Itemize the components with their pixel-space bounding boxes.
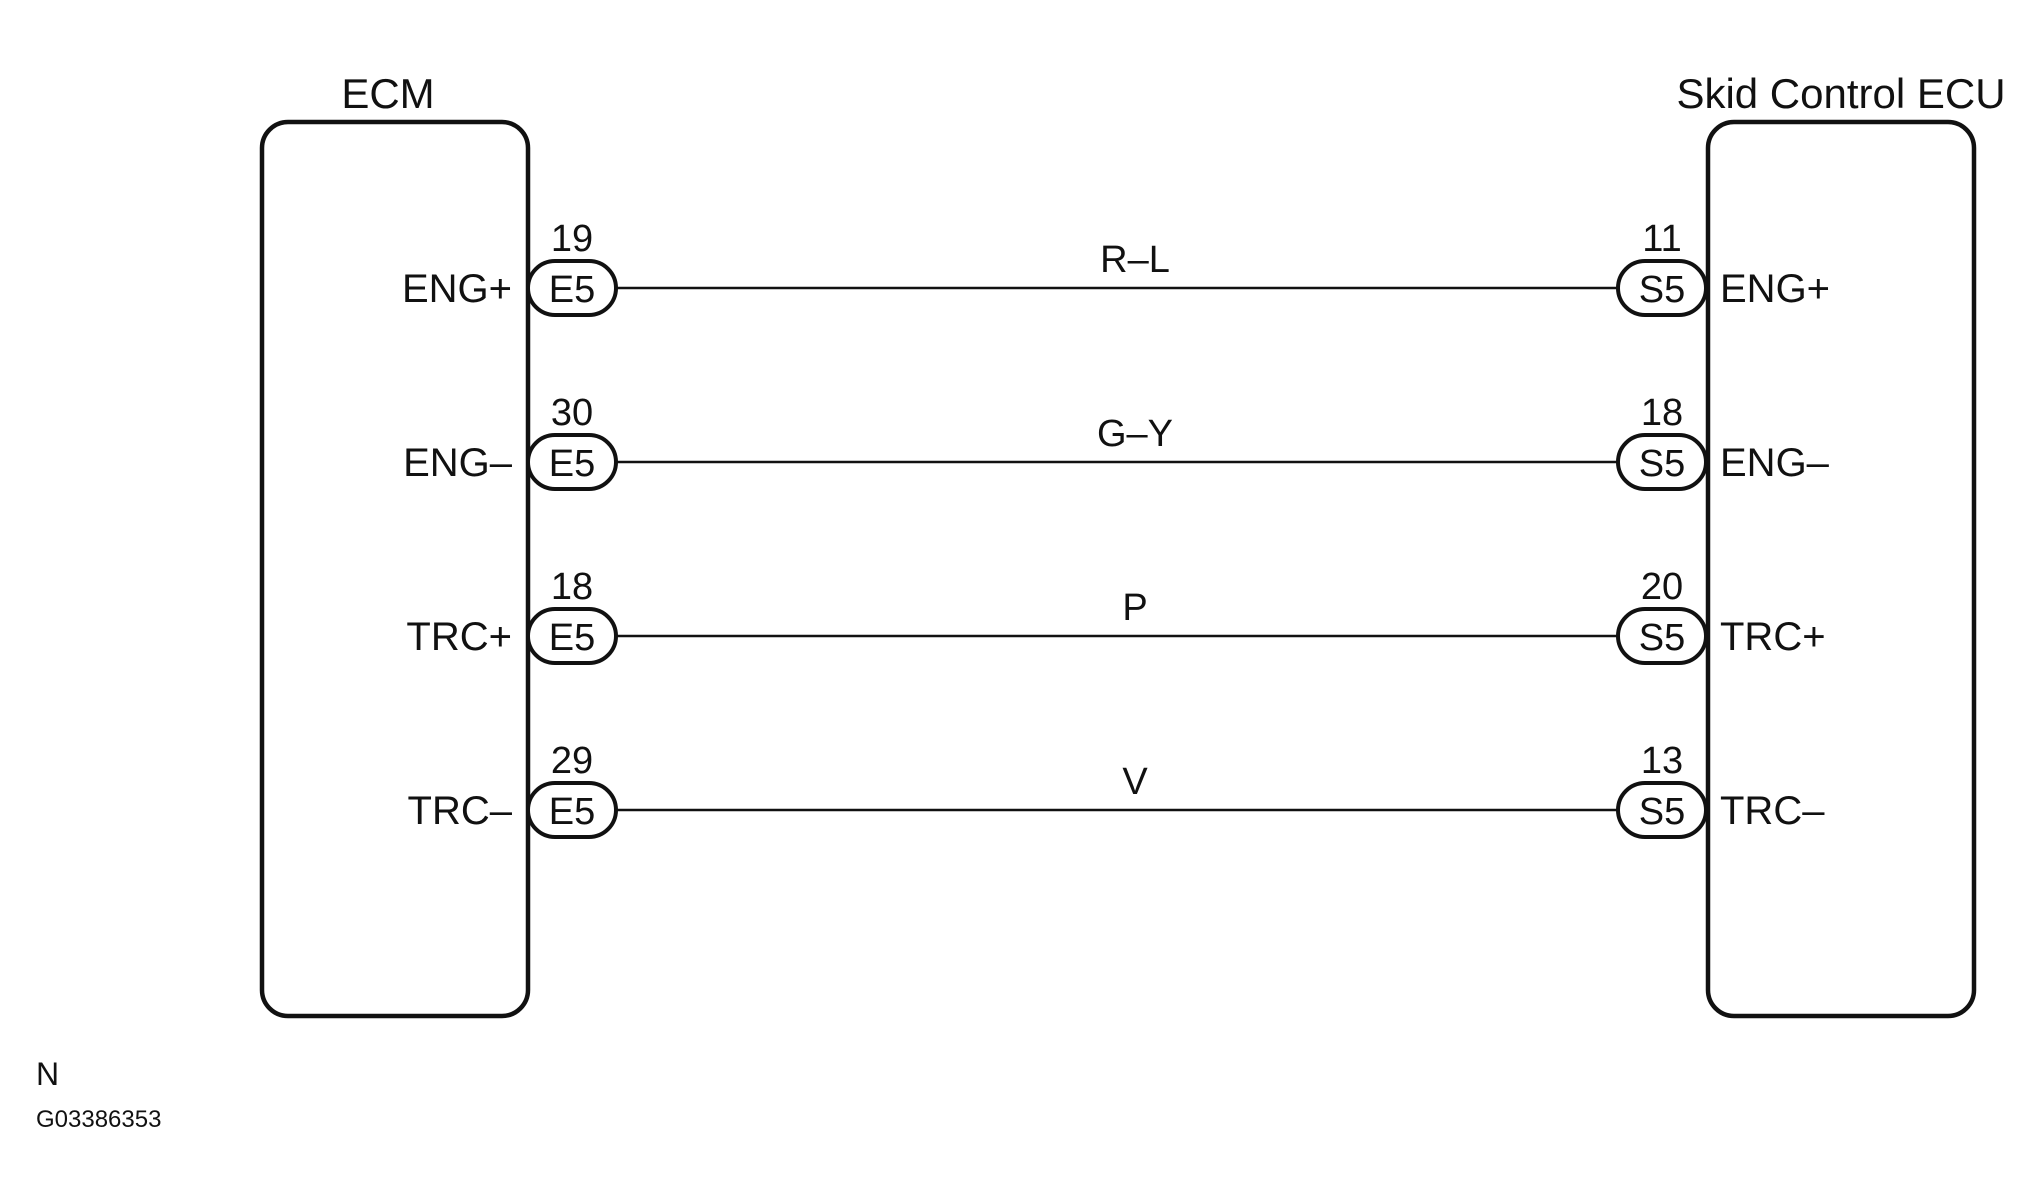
skid-connector: [1616, 607, 1708, 665]
ecm-pin-number: 29: [551, 740, 593, 782]
skid-pin-number: 13: [1641, 740, 1683, 782]
skid-pin-number: 20: [1641, 566, 1683, 608]
skid-control-ecu-title: Skid Control ECU: [1676, 70, 2005, 117]
skid-connector-label: S5: [1639, 443, 1685, 485]
skid-connector: [1616, 433, 1708, 491]
skid-connector-label: S5: [1639, 791, 1685, 833]
ecm-signal-label: TRC–: [408, 789, 513, 833]
skid-signal-label: ENG+: [1720, 267, 1830, 311]
ecm-box: [259, 119, 531, 1019]
ecm-connector-label: E5: [549, 269, 595, 311]
ecm-connector-label: E5: [549, 791, 595, 833]
ecm-signal-label: ENG–: [403, 441, 513, 485]
skid-connector-label: S5: [1639, 617, 1685, 659]
skid-control-ecu-box: [1705, 119, 1977, 1019]
diagram-mark: N: [36, 1056, 60, 1092]
skid-signal-label: TRC+: [1720, 615, 1826, 659]
ecm-pin-number: 19: [551, 218, 593, 260]
ecm-signal-label: ENG+: [402, 267, 512, 311]
skid-connector-label: S5: [1639, 269, 1685, 311]
wire-color-label: R–L: [1100, 239, 1170, 281]
ecm-pin-number: 30: [551, 392, 593, 434]
skid-signal-label: TRC–: [1720, 789, 1825, 833]
ecm-connector-label: E5: [549, 617, 595, 659]
ecm-signal-label: TRC+: [406, 615, 512, 659]
ecm-connector-label: E5: [549, 443, 595, 485]
wire-color-label: G–Y: [1097, 413, 1173, 455]
ecm-connector: [526, 607, 618, 665]
skid-pin-number: 18: [1641, 392, 1683, 434]
ecm-connector: [526, 259, 618, 317]
ecm-pin-number: 18: [551, 566, 593, 608]
skid-connector: [1616, 781, 1708, 839]
ecm-connector: [526, 433, 618, 491]
wire-color-label: V: [1122, 761, 1148, 803]
ecm-title: ECM: [341, 70, 434, 117]
skid-signal-label: ENG–: [1720, 441, 1830, 485]
wire-color-label: P: [1122, 587, 1147, 629]
skid-connector: [1616, 259, 1708, 317]
skid-pin-number: 11: [1642, 218, 1681, 260]
ecm-connector: [526, 781, 618, 839]
figure-id: G03386353: [36, 1106, 162, 1133]
wire-group: E519ENG+S511ENG+R–LE530ENG–S518ENG–G–YE5…: [402, 218, 1830, 839]
